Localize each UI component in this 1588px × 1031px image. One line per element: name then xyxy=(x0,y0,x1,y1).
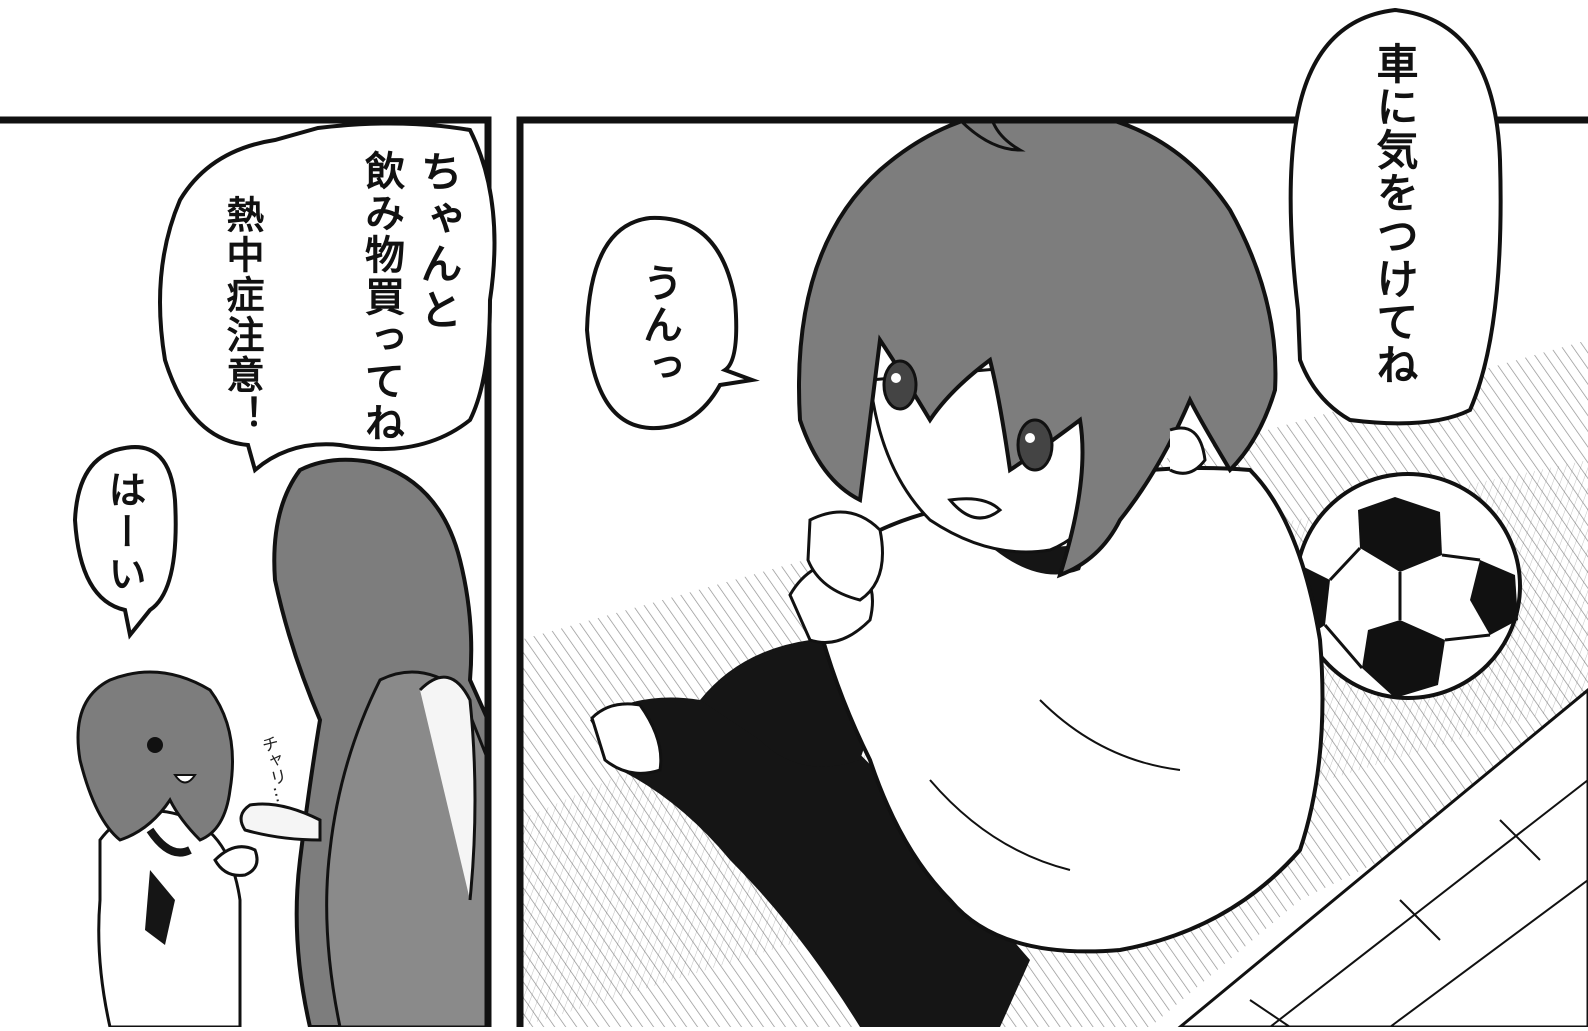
dialogue-child-left: はーい xyxy=(102,470,146,596)
dialogue-line-1: ちゃんと xyxy=(414,150,463,334)
left-panel-art xyxy=(76,457,488,1027)
right-panel-art xyxy=(520,120,1588,1027)
dialogue-boy: うんっ xyxy=(636,262,682,388)
child-figure xyxy=(76,670,259,1027)
speech-balloon-child-left xyxy=(72,445,178,640)
speech-balloon-mother xyxy=(158,121,497,474)
speech-balloon-mother-right xyxy=(1288,7,1503,426)
dialogue-line-3: 熱中症注意！ xyxy=(220,195,264,435)
dialogue-mother-right: 車に気をつけてね xyxy=(1370,42,1419,386)
soccer-ball xyxy=(1294,472,1522,700)
dialogue-line-2: 飲み物買ってね xyxy=(358,150,404,444)
mother-figure xyxy=(239,457,488,1027)
boy-head xyxy=(797,120,1278,579)
speech-balloon-boy xyxy=(584,215,760,431)
